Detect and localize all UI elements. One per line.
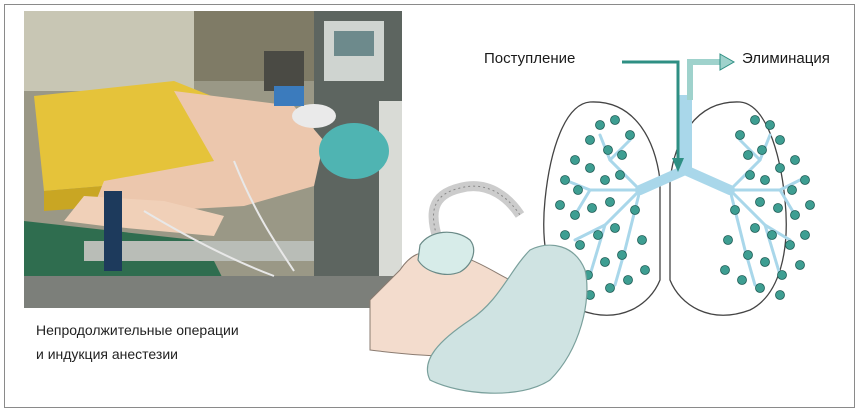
caption-line-1: Непродолжительные операции [36,318,239,342]
surgery-photo-illustration [24,11,402,308]
elimination-arrow [690,62,722,100]
elimination-label: Элиминация [742,50,830,67]
photo-caption: Непродолжительные операции и индукция ан… [36,318,239,366]
anesthesia-diagram [360,40,850,400]
anesthesia-mask [418,232,474,274]
surgery-photo [24,11,402,308]
intake-label: Поступление [484,50,575,67]
caption-line-2: и индукция анестезии [36,342,239,366]
elimination-arrowhead [720,54,734,70]
